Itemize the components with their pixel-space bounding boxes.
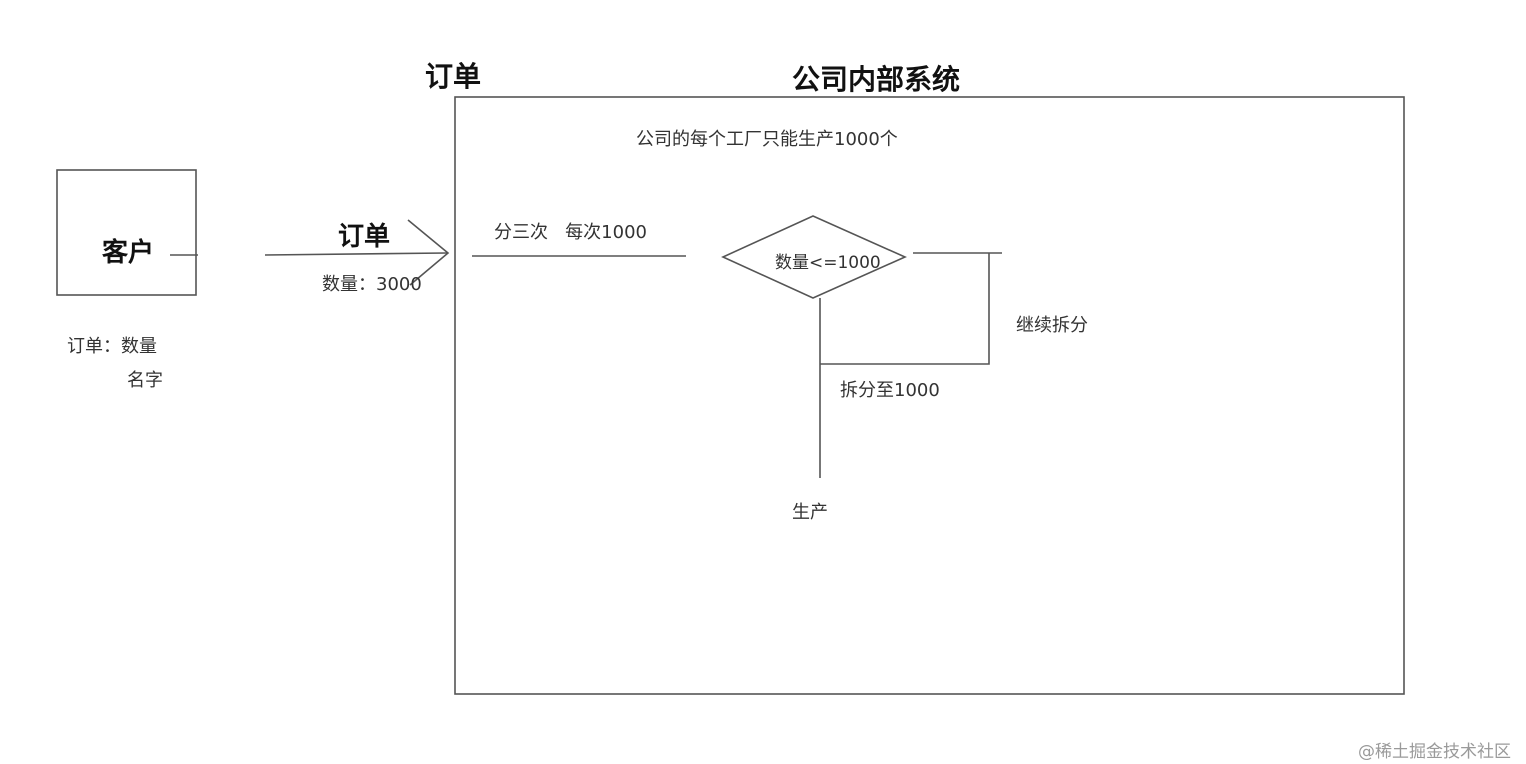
split-to-label: 拆分至1000: [840, 380, 940, 401]
customer-box: [56, 169, 197, 296]
system-boundary: [454, 96, 1405, 695]
customer-attr-line1: 订单：数量: [67, 336, 157, 357]
loop-return: [820, 253, 990, 365]
decision-diamond: [721, 215, 907, 299]
decision-label: 数量<=1000: [775, 253, 881, 273]
produce-label: 生产: [792, 502, 828, 523]
system-top-label: 订单: [425, 60, 482, 93]
factory-note: 公司的每个工厂只能生产1000个: [636, 129, 898, 150]
order-arrow-line: [264, 252, 448, 256]
split-label: 分三次 每次1000: [494, 222, 647, 243]
loop-label: 继续拆分: [1016, 315, 1088, 336]
system-title: 公司内部系统: [792, 63, 961, 96]
customer-label: 客户: [102, 238, 155, 268]
order-quantity: 数量：3000: [322, 274, 422, 295]
watermark: @稀土掘金技术社区: [1358, 742, 1511, 762]
order-arrowhead: [407, 219, 450, 286]
order-arrow-label: 订单: [338, 222, 391, 252]
customer-attr-line2: 名字: [127, 370, 163, 391]
